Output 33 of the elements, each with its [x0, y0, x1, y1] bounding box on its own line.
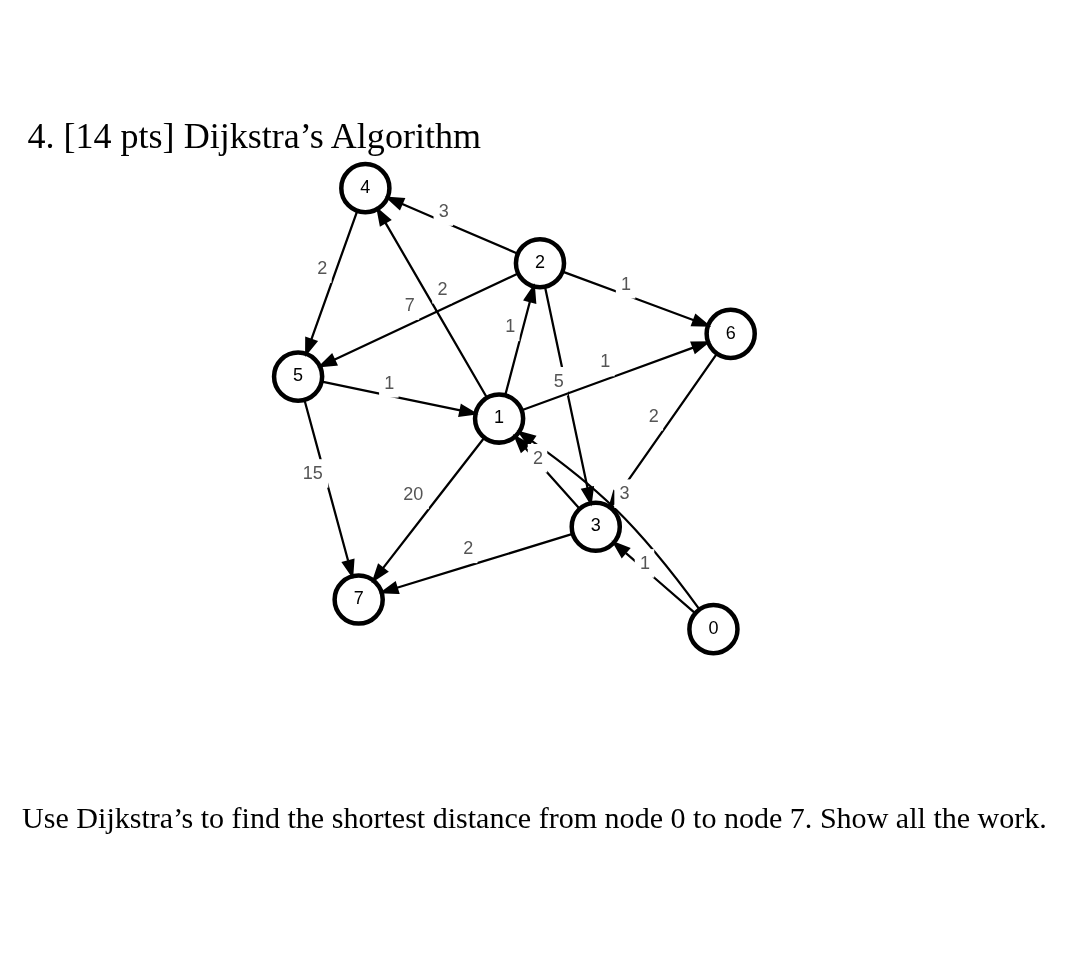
node-circle: 6: [704, 307, 757, 360]
edge-label: 15: [302, 462, 323, 483]
edge-label: 7: [404, 294, 415, 315]
arrow: [321, 380, 479, 417]
edge-label: 1: [621, 273, 632, 294]
node-circle: 1: [472, 391, 526, 445]
edge-label: 1: [639, 552, 651, 573]
node-circle: 0: [687, 602, 740, 655]
edge-label: 1: [600, 350, 611, 371]
node-circle: 3: [569, 499, 623, 553]
edge-label: 2: [463, 537, 474, 558]
arrow: [371, 436, 485, 583]
edge-label: 2: [437, 278, 448, 299]
node-circle: 2: [513, 236, 567, 289]
edge-label: 1: [384, 372, 395, 393]
arrow: [305, 210, 359, 357]
arrow: [543, 286, 595, 506]
edge-label: 20: [403, 483, 424, 504]
node-circle: 7: [332, 572, 385, 626]
edge-label: 5: [553, 370, 564, 391]
edge-label: 3: [438, 200, 449, 221]
node-circle: 4: [339, 161, 392, 214]
arrow: [504, 282, 537, 395]
edge-label: 2: [648, 405, 659, 426]
arrow: [516, 429, 701, 610]
edge-label: 1: [505, 315, 516, 336]
arrow: [376, 206, 488, 398]
arrow: [521, 340, 711, 411]
node-circle: 5: [271, 349, 325, 403]
caption: Use Dijkstra’s to find the shortest distance from node 0 to node 7. Show all the work.: [22, 800, 1047, 835]
diagram-title: 4. [14 pts] Dijkstra’s Algorithm: [27, 115, 482, 156]
edge-label: 2: [533, 447, 544, 468]
edge-label: 2: [317, 257, 328, 278]
